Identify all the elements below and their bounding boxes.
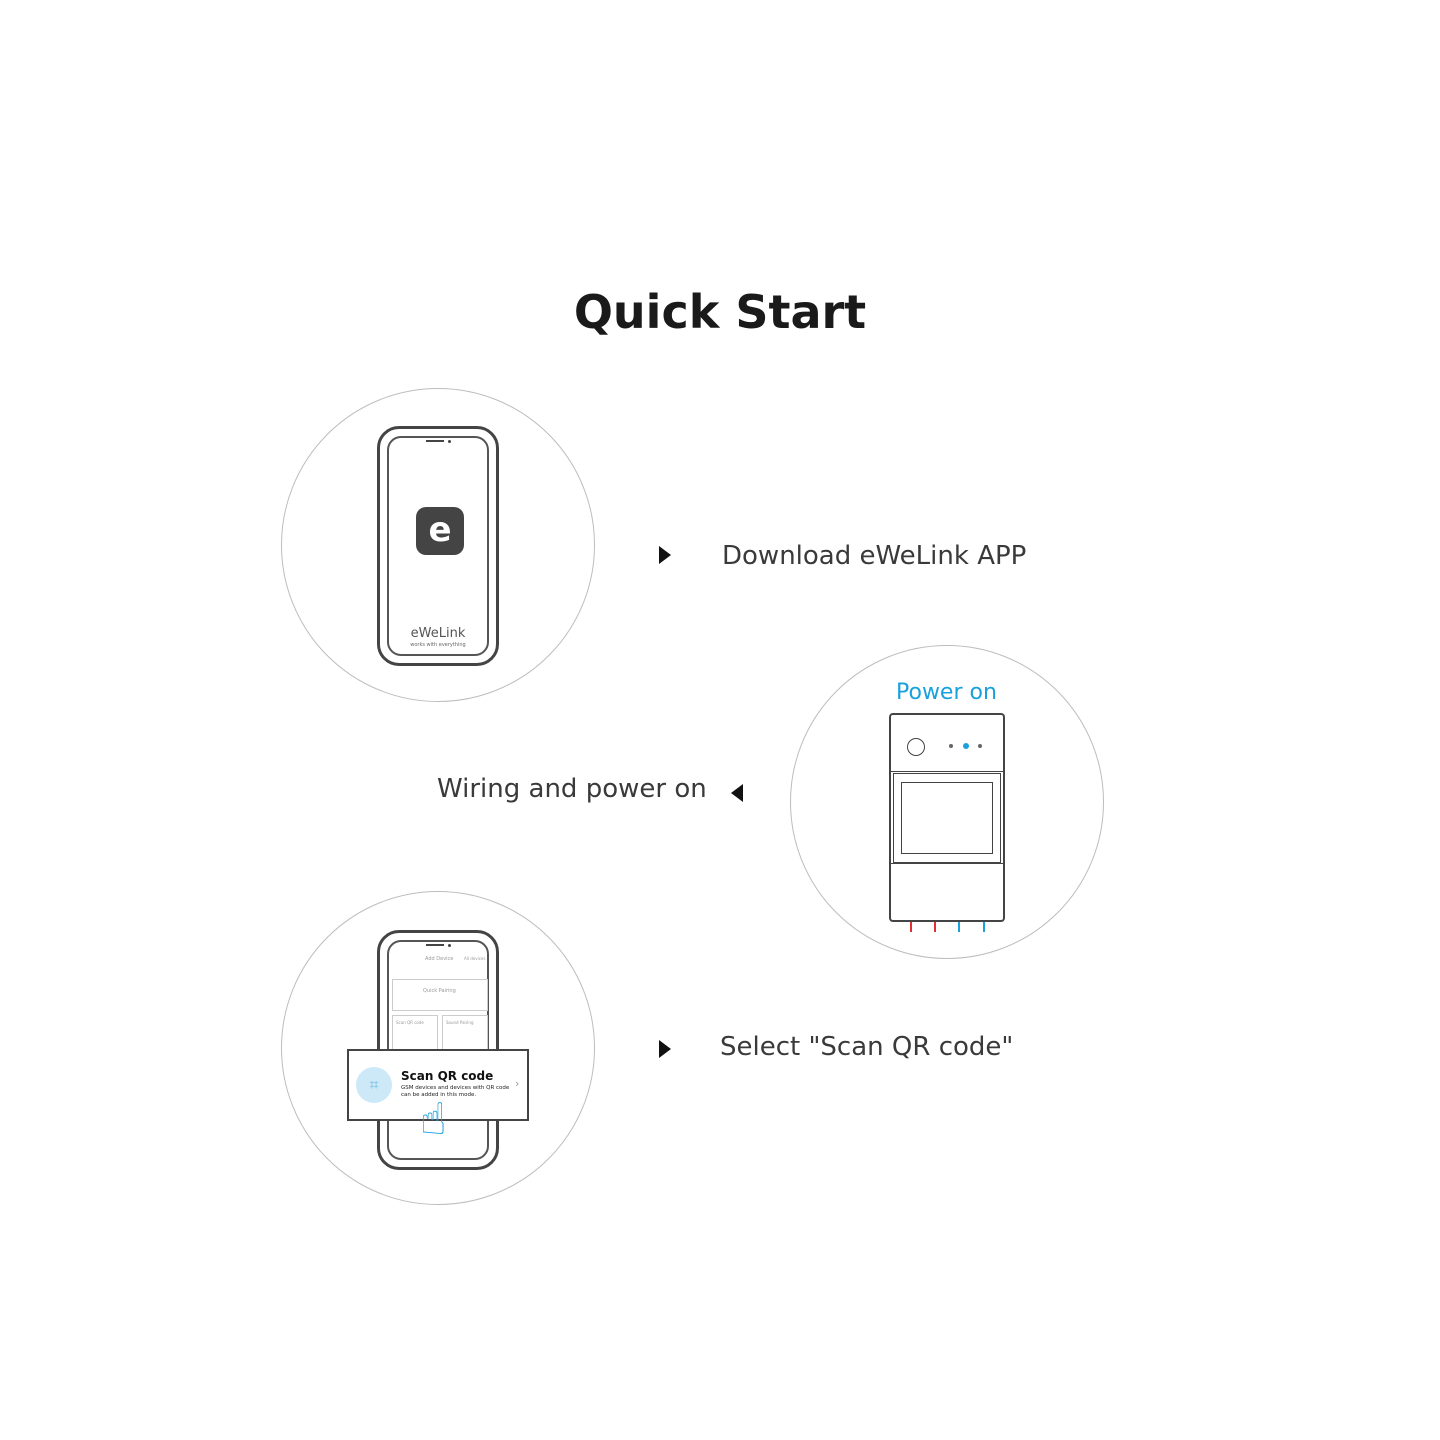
- quick-pairing-label: Quick Pairing: [423, 988, 456, 994]
- scan-small-label: Scan QR code: [396, 1020, 424, 1025]
- step-3-label: Select "Scan QR code": [720, 1032, 1014, 1062]
- step-3-circle: [281, 891, 595, 1205]
- arrow-right-icon: [659, 1040, 671, 1058]
- wire-red: [934, 922, 936, 932]
- ewelink-logo-icon: e: [416, 507, 464, 555]
- power-button-icon: [907, 738, 925, 756]
- step-1-label: Download eWeLink APP: [722, 541, 1027, 571]
- power-on-label: Power on: [896, 680, 997, 705]
- app-brand: eWeLink: [410, 626, 466, 641]
- wire-blue: [983, 922, 985, 932]
- scan-qr-card: ⌗ Scan QR code GSM devices and devices w…: [347, 1049, 529, 1121]
- arrow-right-icon: [659, 546, 671, 564]
- add-device-header: Add Device: [425, 956, 454, 962]
- speaker-icon: [426, 440, 444, 442]
- chevron-right-icon: ›: [515, 1077, 520, 1090]
- led-icon: [963, 743, 969, 749]
- device-illustration: [889, 713, 1005, 922]
- camera-icon: [448, 440, 451, 443]
- scan-card-desc: GSM devices and devices with QR code can…: [401, 1085, 510, 1098]
- arrow-left-icon: [731, 784, 743, 802]
- step-2-circle: [790, 645, 1104, 959]
- step-1-circle: [281, 388, 595, 702]
- scan-card-title: Scan QR code: [401, 1069, 494, 1083]
- step-2-label: Wiring and power on: [437, 774, 707, 804]
- app-tagline: works with everything: [410, 642, 466, 648]
- page-title: Quick Start: [573, 285, 867, 339]
- screen-frame: [893, 773, 1001, 863]
- wire-blue: [958, 922, 960, 932]
- quick-pairing-card: Quick Pairing: [392, 979, 488, 1011]
- all-devices-link: All devices: [464, 956, 486, 961]
- screen: [901, 782, 993, 854]
- sound-pairing-label: Sound Pairing: [446, 1020, 474, 1025]
- qr-scan-icon: ⌗: [356, 1067, 392, 1103]
- phone-app-illustration: e eWeLink works with everything: [377, 426, 499, 666]
- wire-red: [910, 922, 912, 932]
- hand-pointer-icon: ☝: [420, 1094, 447, 1145]
